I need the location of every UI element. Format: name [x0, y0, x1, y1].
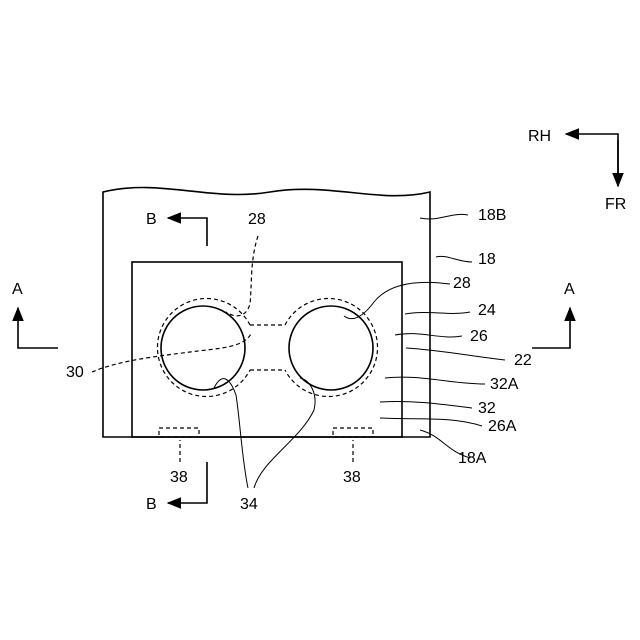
leader-32: [380, 401, 472, 408]
label-38-left: 38: [170, 469, 188, 486]
clip-38-right: [333, 428, 373, 437]
leader-32A: [385, 377, 485, 384]
label-32A: 32A: [490, 376, 519, 393]
label-34: 34: [240, 496, 258, 513]
inner-panel-22: [132, 262, 402, 437]
left-opening-26: [161, 306, 245, 390]
direction-indicator: RH FR: [528, 128, 626, 213]
section-a-left-label: A: [12, 281, 23, 298]
leader-24: [405, 312, 470, 314]
label-28-top: 28: [248, 211, 266, 228]
section-b-top-label: B: [146, 211, 157, 228]
label-32: 32: [478, 400, 496, 417]
leader-28-top: [226, 236, 258, 316]
leader-22: [406, 348, 505, 360]
label-26A: 26A: [488, 418, 517, 435]
label-24: 24: [478, 302, 496, 319]
leader-26: [395, 334, 462, 337]
leader-lines: [92, 214, 505, 488]
section-b-top-arrow: [168, 218, 207, 246]
leader-18B: [420, 214, 468, 219]
label-38-right: 38: [343, 469, 361, 486]
label-18A: 18A: [458, 450, 487, 467]
rh-label: RH: [528, 128, 551, 145]
section-a-right-arrow: [532, 308, 570, 348]
dashed-outline-32: [157, 299, 377, 397]
label-28-right: 28: [453, 275, 471, 292]
label-30: 30: [66, 364, 84, 381]
label-18B: 18B: [478, 207, 506, 224]
rh-arrow: [566, 134, 618, 186]
clip-38-left: [159, 428, 199, 437]
section-a-left-arrow: [18, 308, 58, 348]
section-a-right-label: A: [564, 281, 575, 298]
leader-34-right: [254, 378, 315, 488]
label-18: 18: [478, 251, 496, 268]
section-b-bottom-label: B: [146, 496, 157, 513]
right-opening-26: [289, 306, 373, 390]
label-22: 22: [514, 352, 532, 369]
label-26: 26: [470, 328, 488, 345]
leader-18: [436, 256, 472, 262]
leader-26A: [380, 418, 482, 426]
dashed-left-circle: [157, 299, 250, 397]
fr-label: FR: [605, 196, 626, 213]
leader-30: [92, 332, 252, 372]
section-b-markers: B B: [146, 211, 207, 513]
